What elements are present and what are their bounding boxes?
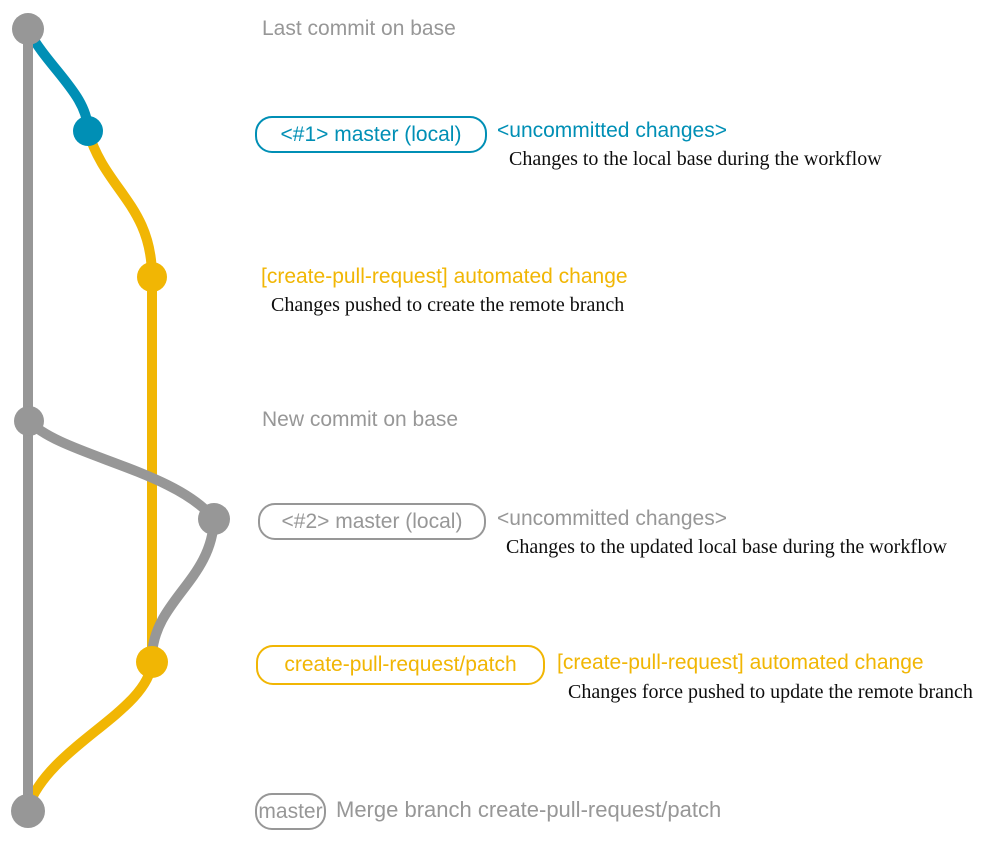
commit-dot-new-base [14,406,44,436]
detail-changes-pushed: Changes pushed to create the remote bran… [271,294,625,316]
heading-automated-change-2: [create-pull-request] automated change [557,651,924,674]
heading-uncommitted-changes-2: <uncommitted changes> [497,507,727,530]
patch-branch-merge-curve [23,661,157,809]
commit-dot-merge [11,794,45,828]
commit-dot-uncommitted-1 [73,116,103,146]
heading-merge-branch: Merge branch create-pull-request/patch [336,797,722,822]
label-new-commit-on-base: New commit on base [262,408,459,431]
heading-uncommitted-changes-1: <uncommitted changes> [497,119,727,142]
commit-dot-automated-change-2 [136,646,168,678]
commit-dot-automated-change-1 [137,262,167,292]
badge-master: master [255,793,326,830]
base-branch-rebase-curve [147,518,219,656]
badge-master-local-1: <#1> master (local) [255,116,487,153]
commit-dot-last-base [12,13,44,45]
heading-automated-change-1: [create-pull-request] automated change [261,265,628,288]
badge-create-pull-request-patch: create-pull-request/patch [256,645,545,685]
detail-local-base-changes: Changes to the local base during the wor… [509,148,882,170]
label-last-commit-on-base: Last commit on base [262,17,456,40]
patch-branch-curve-top [83,129,157,278]
detail-updated-local-base-changes: Changes to the updated local base during… [506,536,947,558]
local-master-branch-curve [23,27,93,132]
badge-master-local-2: <#2> master (local) [258,503,486,540]
base-branch-fork-curve [25,417,218,523]
detail-changes-force-pushed: Changes force pushed to update the remot… [568,681,973,703]
commit-dot-uncommitted-2 [198,503,230,535]
